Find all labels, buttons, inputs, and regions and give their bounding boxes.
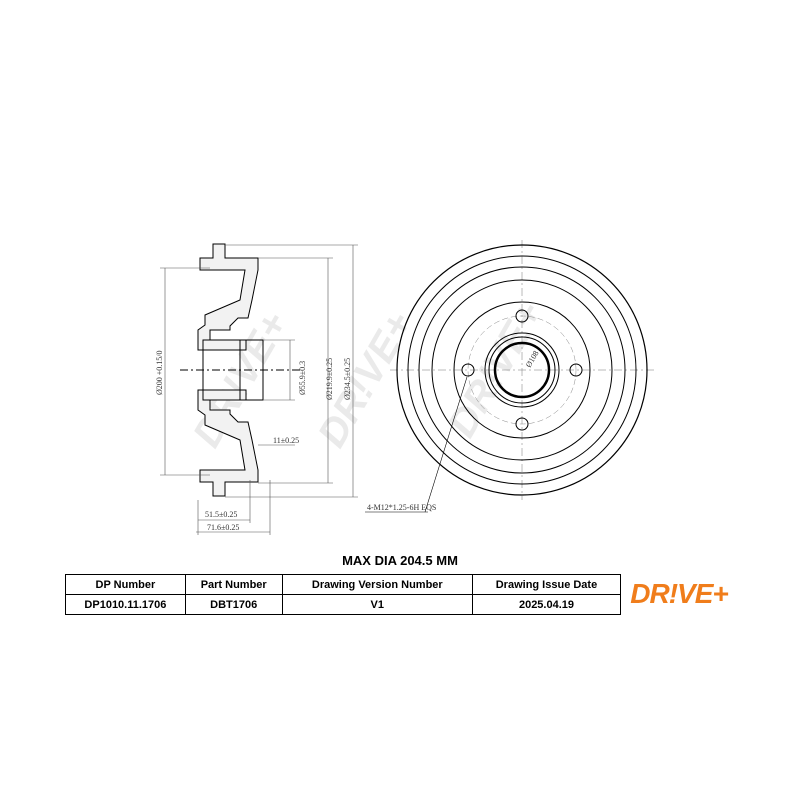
max-diameter-label: MAX DIA 204.5 MM: [342, 553, 458, 568]
dim-dia-234: Ø234.5±0.25: [343, 358, 352, 400]
header-issue-date: Drawing Issue Date: [471, 574, 622, 595]
technical-drawing: DR!VE+ DR!VE+ DR!VE+ Ø200 +0.15/0 Ø55.9±…: [155, 240, 655, 535]
value-drawing-version: V1: [281, 594, 473, 615]
header-dp-number: DP Number: [65, 574, 186, 595]
title-block-table: DP Number Part Number Drawing Version Nu…: [65, 574, 622, 615]
dim-depth-total: 71.6±0.25: [207, 523, 239, 532]
header-drawing-version: Drawing Version Number: [281, 574, 473, 595]
value-dp-number: DP1010.11.1706: [65, 594, 186, 615]
dim-inner-dia: Ø200 +0.15/0: [155, 350, 164, 395]
dimension-lines: [160, 244, 358, 535]
bolt-hole: [569, 363, 583, 377]
dim-dia-219: Ø219.9±0.25: [325, 358, 334, 400]
header-part-number: Part Number: [184, 574, 283, 595]
front-view: [365, 240, 655, 513]
bolt-hole: [461, 363, 475, 377]
table-header-row: DP Number Part Number Drawing Version Nu…: [65, 574, 622, 595]
bolt-hole: [515, 309, 529, 323]
value-issue-date: 2025.04.19: [471, 594, 622, 615]
dim-depth-inner: 51.5±0.25: [205, 510, 237, 519]
dim-threads: 4-M12*1.25-6H EQS: [367, 503, 436, 512]
table-row: DP1010.11.1706 DBT1706 V1 2025.04.19: [65, 594, 622, 615]
dim-hub-bore: Ø55.9±0.3: [298, 361, 307, 395]
bolt-hole: [515, 417, 529, 431]
cross-section-view: [180, 243, 300, 497]
drive-logo: DR!VE+: [630, 578, 728, 609]
value-part-number: DBT1706: [184, 594, 283, 615]
dim-thickness: 11±0.25: [273, 436, 299, 445]
